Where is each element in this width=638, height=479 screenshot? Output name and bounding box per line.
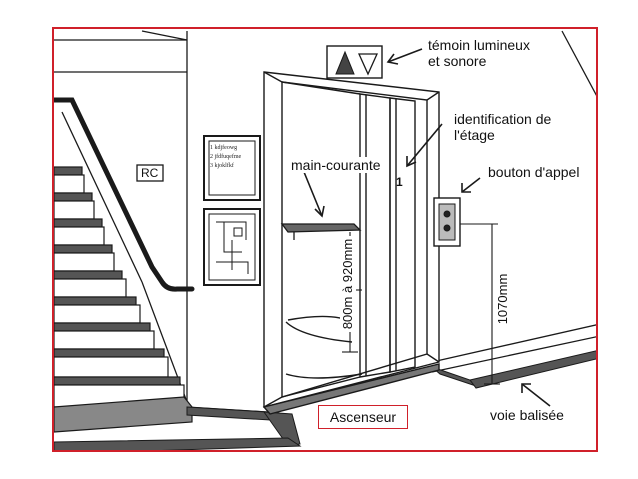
handrail-height-label: 800m à 920mm bbox=[340, 236, 356, 332]
directory-line: 1 kdjfeowg bbox=[210, 145, 238, 151]
caption-box: Ascenseur bbox=[318, 405, 408, 429]
floor-id-label-line: identification de bbox=[454, 111, 552, 127]
floor-band-leader-arrow bbox=[521, 383, 551, 407]
direction-lantern bbox=[326, 45, 383, 79]
tactile-floor-band bbox=[54, 350, 596, 450]
lantern-label: témoin lumineux et sonore bbox=[428, 37, 530, 69]
cabin-handrail bbox=[280, 223, 362, 240]
directory-line: 2 jfdfuqefme bbox=[210, 154, 242, 160]
floor-band-label: voie balisée bbox=[490, 407, 564, 423]
handrail-label: main-courante bbox=[290, 157, 382, 173]
elevator-scene bbox=[54, 30, 596, 450]
illustration-frame: RC 1 kdjfeowg 2 jfdfuqefme 3 kjoklfkf 1 … bbox=[52, 27, 598, 452]
lantern-label-line: et sonore bbox=[428, 53, 487, 69]
call-button-panel bbox=[433, 197, 461, 247]
directory-lines: 1 kdjfeowg 2 jfdfuqefme 3 kjoklfkf bbox=[210, 144, 241, 171]
floor-id-label-line: l'étage bbox=[454, 127, 495, 143]
button-leader-arrow bbox=[461, 177, 481, 193]
stair-handrail bbox=[54, 97, 195, 292]
leader-arrows bbox=[303, 48, 551, 407]
floor-id-leader-arrow bbox=[406, 123, 443, 167]
handrail-leader-arrow bbox=[303, 171, 323, 217]
floor-number: 1 bbox=[396, 175, 403, 189]
lantern-label-line: témoin lumineux bbox=[428, 37, 530, 53]
directory-line: 3 kjoklfkf bbox=[210, 163, 234, 169]
floor-id-label: identification de l'étage bbox=[454, 111, 551, 143]
floor-level-sign bbox=[136, 164, 164, 182]
staircase bbox=[54, 166, 193, 433]
floor-level-sign-text: RC bbox=[141, 166, 159, 180]
floor-plan-board bbox=[203, 208, 261, 286]
call-button-label: bouton d'appel bbox=[488, 164, 580, 180]
button-height-label: 1070mm bbox=[495, 269, 511, 329]
lantern-leader-arrow bbox=[387, 48, 423, 63]
directory-board bbox=[203, 135, 261, 201]
